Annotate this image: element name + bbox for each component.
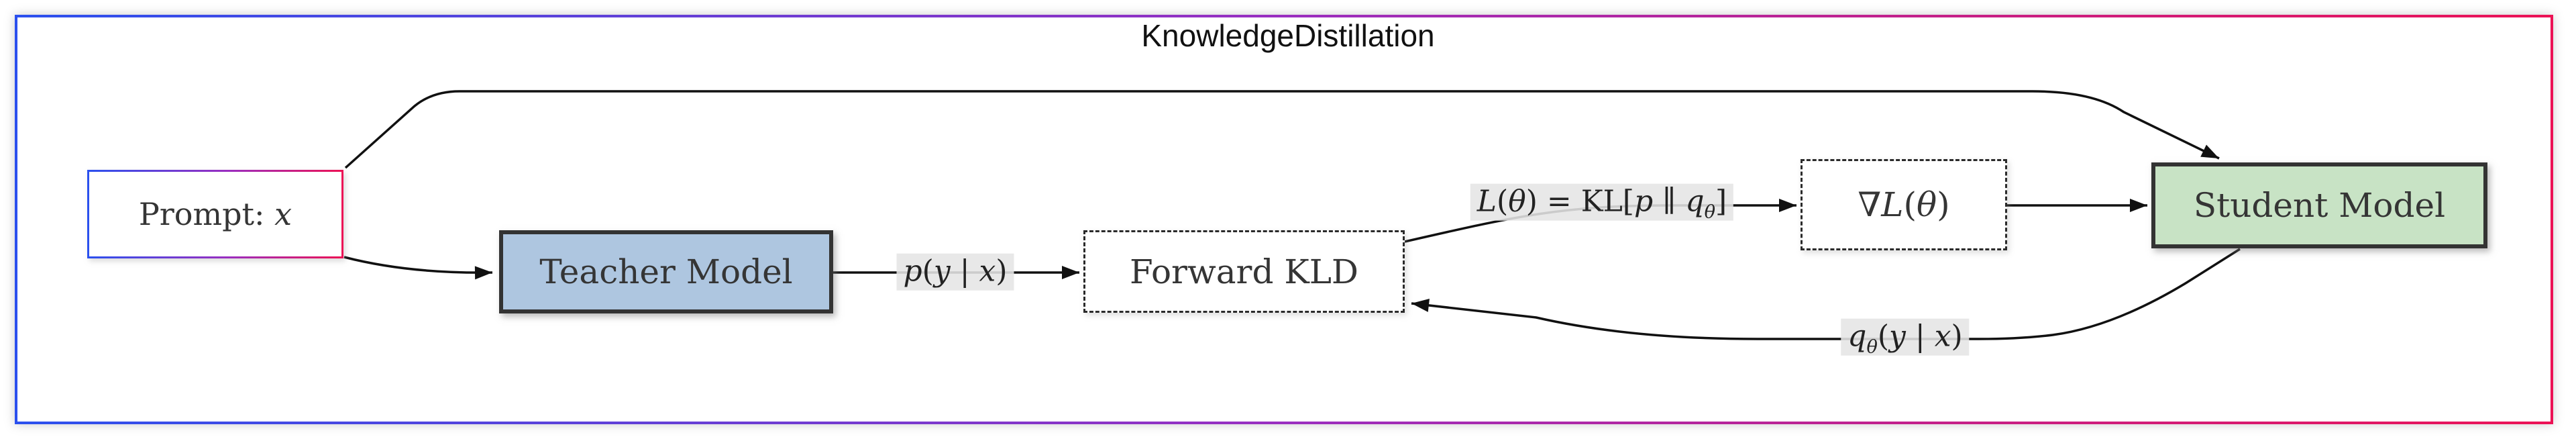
forward-kld-label: Forward KLD [1129,252,1358,291]
student-model-node: Student Model [2151,162,2487,248]
arrow-student-to-forward-kld [1411,248,2241,340]
diagram-frame [15,15,2553,424]
student-model-label: Student Model [2193,186,2446,225]
gradient-node: ∇L(θ) [1801,159,2007,250]
prompt-node-label: Prompt: x [138,196,292,232]
arrow-prompt-to-teacher [343,256,493,280]
diagram-title: KnowledgeDistillation [1141,18,1435,53]
student-output-edge-label: qθ(y | x) [1841,318,1970,356]
teacher-model-node: Teacher Model [499,230,833,313]
arrow-prompt-to-student [344,90,2220,169]
teacher-output-edge-label: p(y | x) [896,253,1014,291]
teacher-model-label: Teacher Model [539,252,793,291]
forward-kld-node: Forward KLD [1083,230,1405,313]
prompt-node: Prompt: x [87,170,343,258]
kl-loss-edge-label: L(θ) = KL[p ∥ qθ] [1470,183,1734,222]
gradient-node-label: ∇L(θ) [1858,185,1950,224]
